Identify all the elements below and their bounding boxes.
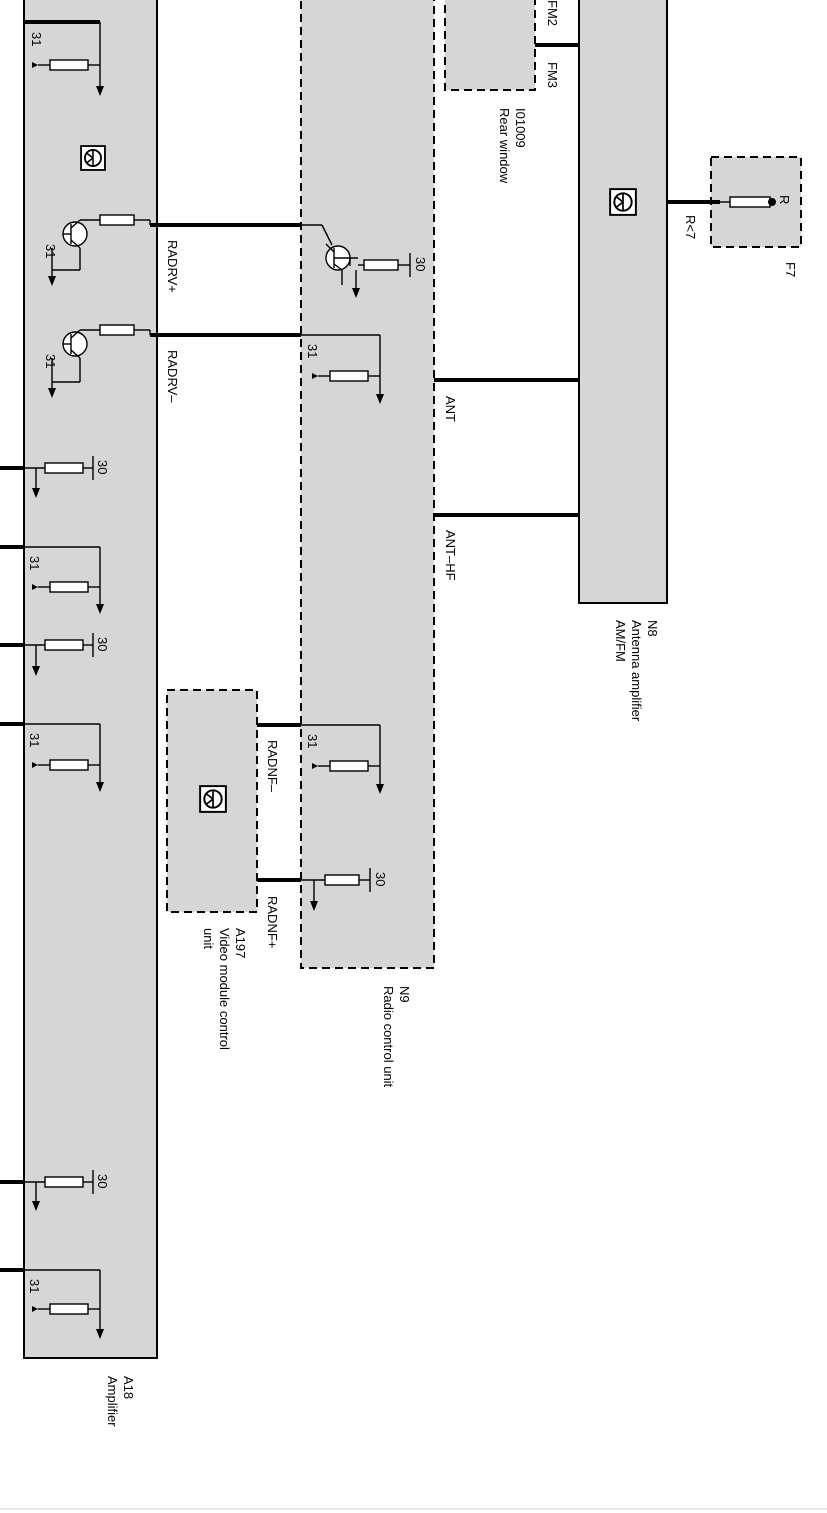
- n8-name-line1: Antenna amplifier: [629, 620, 644, 722]
- supply-terminal-label: 30: [95, 637, 110, 651]
- signal-label-fm2: FM2: [545, 0, 560, 26]
- signal-label-ant: ANT: [443, 396, 458, 422]
- ground-terminal-label: 31: [27, 733, 42, 747]
- terminal-labels: 31 31 31 30 31 30 31 30 31 30 31 31 30: [27, 32, 428, 1293]
- a197-code: A197: [233, 928, 248, 958]
- signal-labels: RADRV+ RADRV– ANT ANT–HF RADNF– RADNF+ F…: [165, 0, 792, 948]
- supply-terminal-label: 30: [95, 1174, 110, 1188]
- a197-name-line1: Video module control: [217, 928, 232, 1050]
- module-n8-antenna-amplifier: [578, 0, 668, 604]
- signal-label-fm3: FM3: [545, 62, 560, 88]
- esd-sensitive-icon: [199, 785, 227, 813]
- esd-sensitive-icon: [80, 145, 106, 171]
- ground-terminal-label: 31: [29, 32, 44, 46]
- supply-terminal-label: 30: [95, 460, 110, 474]
- wires: [0, 20, 720, 1272]
- ground-terminal-label: 31: [43, 244, 58, 258]
- a197-name-line2: unit: [201, 928, 216, 949]
- esd-sensitive-icon: [609, 188, 637, 216]
- internal-circuits: [24, 22, 771, 1335]
- signal-label-radnf-minus: RADNF–: [265, 740, 280, 793]
- module-a18-amplifier: [23, 0, 158, 1359]
- a18-code: A18: [121, 1376, 136, 1399]
- i01009-code: I01009: [513, 108, 528, 148]
- a18-name: Amplifier: [105, 1376, 120, 1427]
- n9-code: N9: [397, 986, 412, 1003]
- ground-terminal-label: 31: [305, 734, 320, 748]
- signal-label-radnf-plus: RADNF+: [265, 896, 280, 948]
- ground-terminal-label: 31: [27, 556, 42, 570]
- supply-terminal-label: 30: [373, 872, 388, 886]
- signal-label-radrv-minus: RADRV–: [165, 350, 180, 403]
- component-labels: A18 Amplifier N9 Radio control unit A197…: [105, 108, 798, 1427]
- i01009-name: Rear window: [497, 108, 512, 184]
- signal-label-radrv-plus: RADRV+: [165, 240, 180, 293]
- f7-code: F7: [783, 262, 798, 277]
- n8-name-line2: AM/FM: [613, 620, 628, 662]
- terminal-arrows: [32, 62, 776, 1339]
- module-n9-radio-control-unit: [300, 0, 435, 969]
- n9-name: Radio control unit: [381, 986, 396, 1088]
- f7-pin-label: R: [777, 195, 792, 204]
- supply-terminal-label: 30: [413, 257, 428, 271]
- ground-terminal-label: 31: [27, 1279, 42, 1293]
- ground-terminal-label: 31: [305, 344, 320, 358]
- signal-label-ant-hf: ANT–HF: [443, 530, 458, 581]
- f7-value-label: R<7: [683, 215, 698, 239]
- n8-code: N8: [645, 620, 660, 637]
- ground-terminal-label: 31: [43, 354, 58, 368]
- module-i01009-rear-window: [444, 0, 536, 91]
